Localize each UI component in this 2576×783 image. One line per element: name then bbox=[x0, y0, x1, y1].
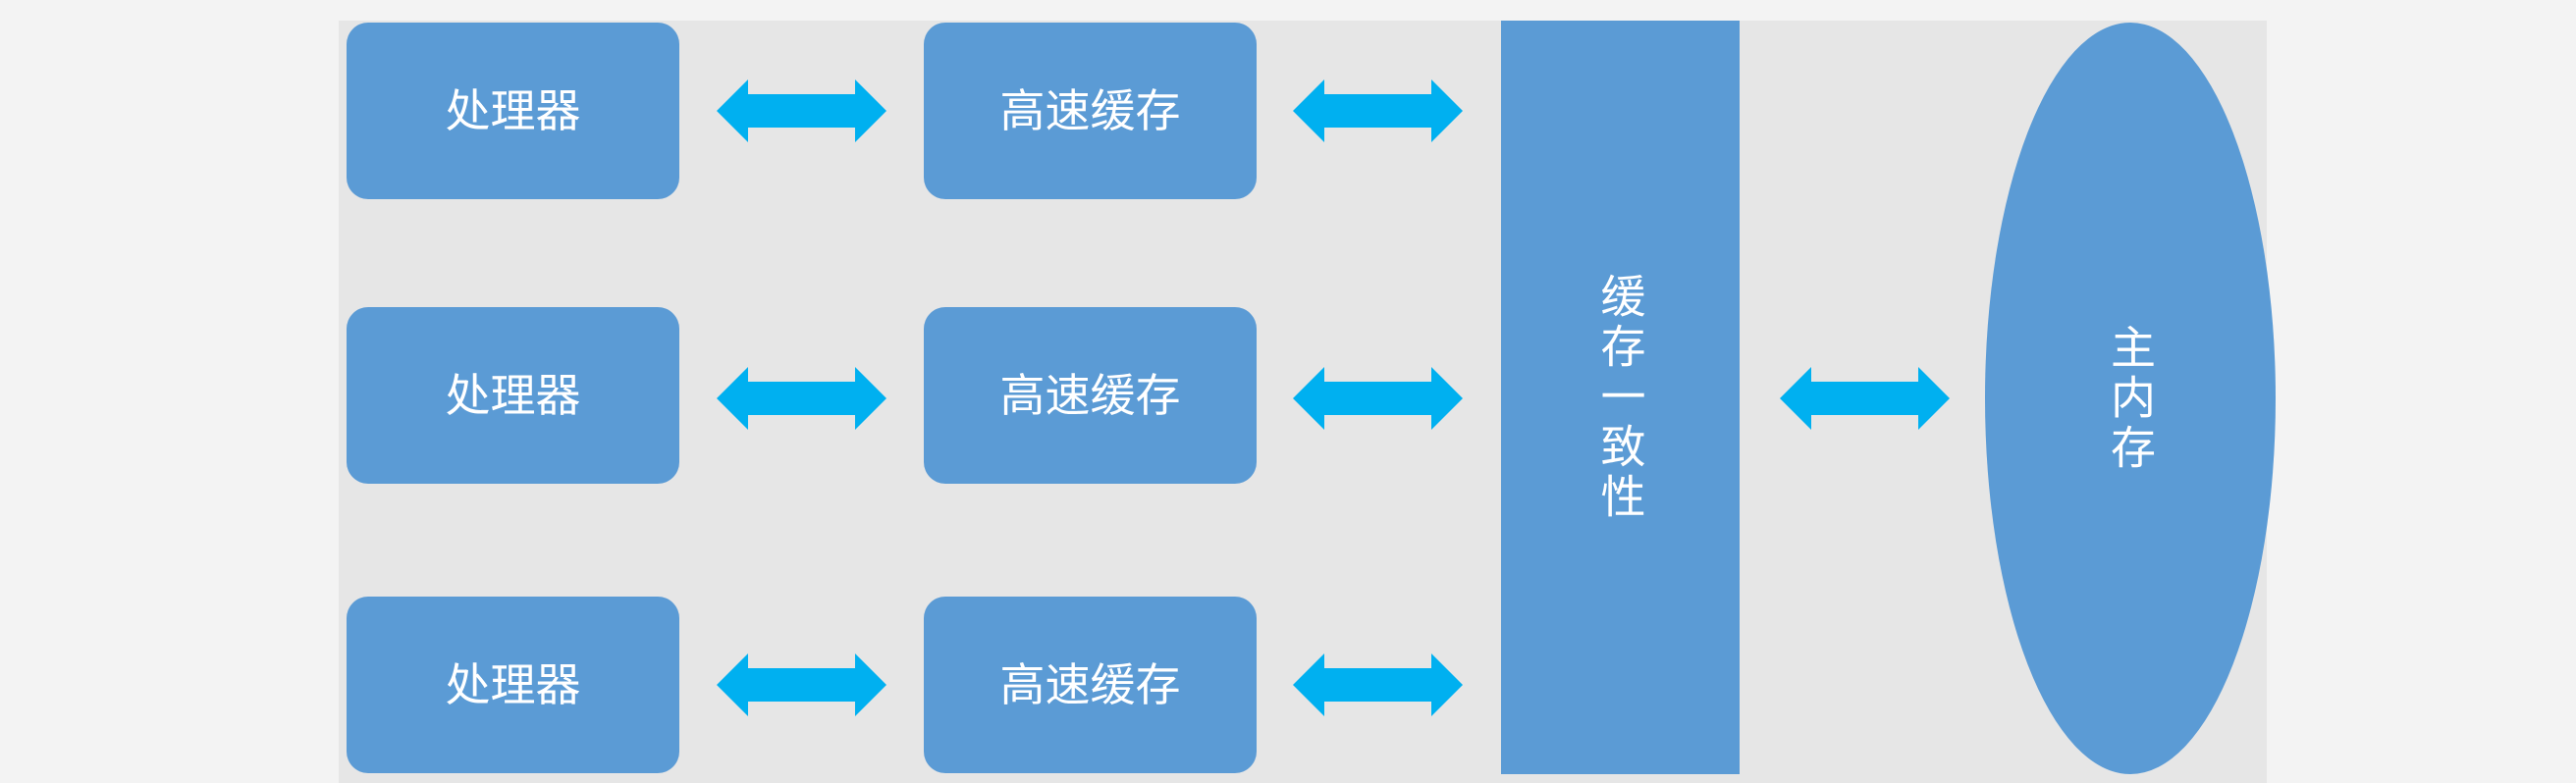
main-memory-ellipse: 主内存 bbox=[1985, 23, 2276, 774]
double-arrow-icon bbox=[717, 653, 886, 716]
processor-label: 处理器 bbox=[445, 659, 581, 710]
processor-box-3: 处理器 bbox=[347, 597, 679, 773]
processor-label: 处理器 bbox=[445, 85, 581, 136]
cache-box-2: 高速缓存 bbox=[924, 307, 1257, 484]
processor-label: 处理器 bbox=[445, 370, 581, 421]
double-arrow-icon bbox=[717, 79, 886, 142]
cache-label: 高速缓存 bbox=[999, 659, 1181, 710]
processor-box-1: 处理器 bbox=[347, 23, 679, 199]
double-arrow-icon bbox=[1293, 653, 1463, 716]
cache-box-1: 高速缓存 bbox=[924, 23, 1257, 199]
main-memory-label: 主内存 bbox=[2105, 323, 2156, 474]
double-arrow-icon bbox=[1780, 367, 1950, 430]
cache-coherence-label: 缓存一致性 bbox=[1594, 272, 1646, 523]
processor-box-2: 处理器 bbox=[347, 307, 679, 484]
double-arrow-icon bbox=[717, 367, 886, 430]
cache-box-3: 高速缓存 bbox=[924, 597, 1257, 773]
cache-coherence-bar: 缓存一致性 bbox=[1501, 21, 1740, 774]
double-arrow-icon bbox=[1293, 79, 1463, 142]
cache-label: 高速缓存 bbox=[999, 370, 1181, 421]
cache-label: 高速缓存 bbox=[999, 85, 1181, 136]
double-arrow-icon bbox=[1293, 367, 1463, 430]
